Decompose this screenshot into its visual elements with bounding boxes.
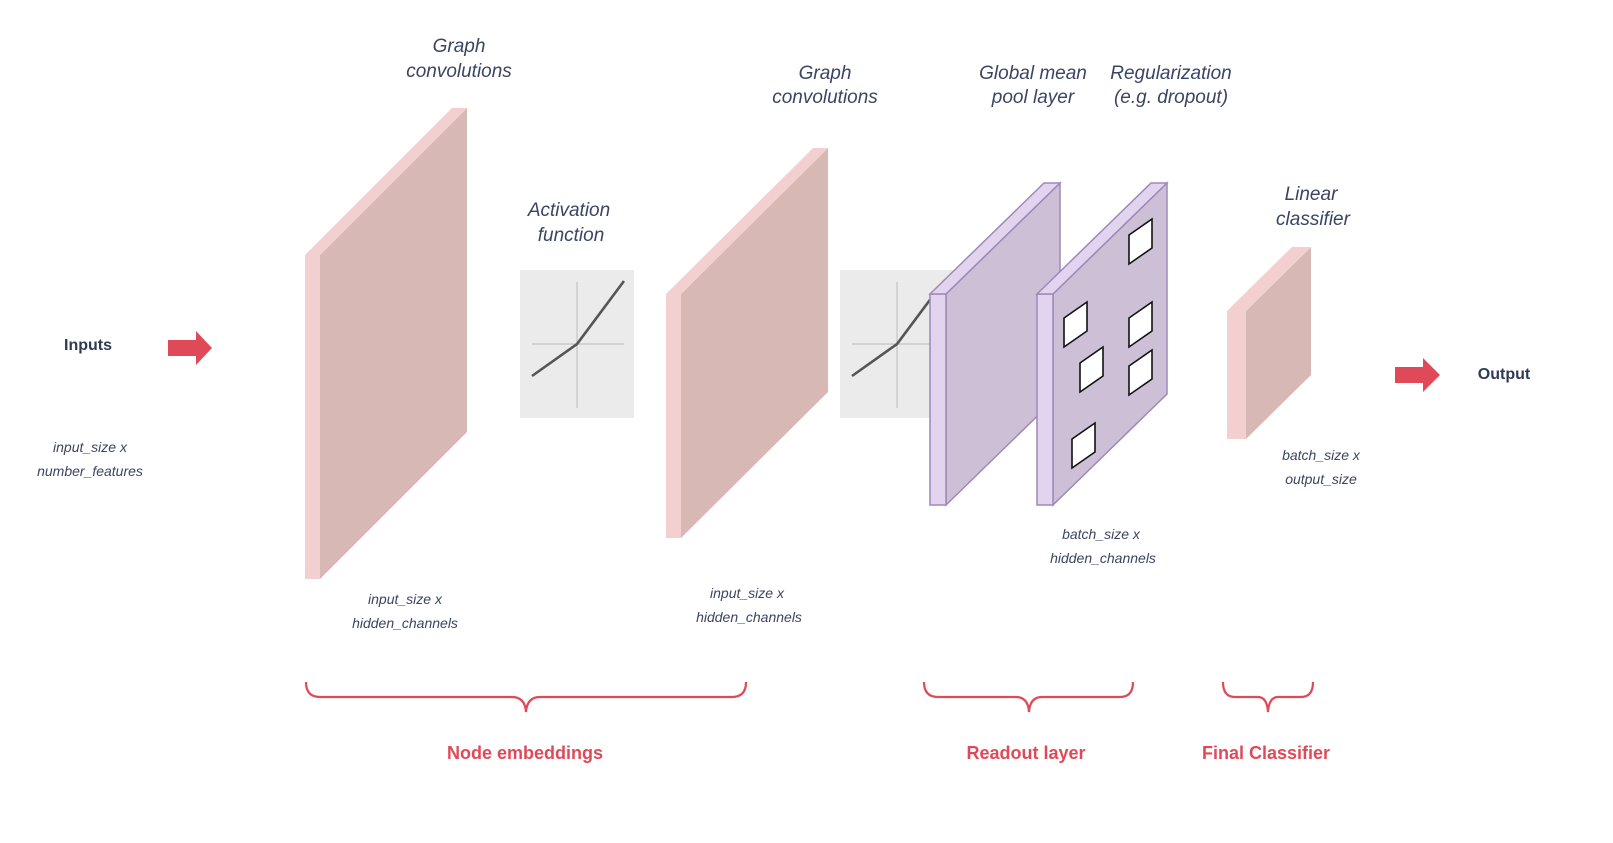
dropout-cell — [1128, 217, 1153, 266]
dropout-cell — [1063, 300, 1088, 349]
linear-dim-line1: batch_size x — [1282, 447, 1361, 463]
brace-node-embeddings — [304, 681, 748, 713]
output-label: Output — [1478, 366, 1531, 383]
pool-title-line1: Global mean — [979, 63, 1087, 84]
graph-conv-1-face — [320, 108, 467, 579]
inputs-dim-line1: input_size x — [53, 439, 128, 455]
graph-conv-2-dim-line2: hidden_channels — [696, 609, 802, 625]
graph-conv-2-dim-line1: input_size x — [710, 585, 785, 601]
graph-conv-layer-2 — [666, 148, 828, 538]
group-label-readout: Readout layer — [966, 743, 1085, 763]
pool-edge — [929, 293, 947, 506]
linear-edge — [1227, 311, 1246, 439]
input-arrow — [168, 331, 212, 365]
graph-conv-1-title-line2: convolutions — [406, 61, 512, 82]
inputs-label: Inputs — [64, 337, 112, 354]
dropout-cell — [1079, 345, 1104, 394]
pool-title-line2: pool layer — [991, 87, 1075, 108]
linear-classifier-layer — [1227, 247, 1311, 439]
linear-top — [1227, 247, 1311, 311]
output-arrow — [1395, 358, 1440, 392]
activation-title-line2: function — [538, 225, 605, 246]
dropout-top — [1035, 182, 1169, 295]
graph-conv-2-title-line1: Graph — [799, 63, 852, 84]
graph-conv-2-top — [666, 148, 828, 294]
group-label-final-classifier: Final Classifier — [1202, 743, 1330, 763]
inputs-dim-line2: number_features — [37, 463, 143, 479]
brace-readout — [922, 681, 1135, 713]
brace-final-classifier — [1221, 681, 1315, 713]
activation-1-curve — [531, 280, 626, 378]
regularization-dropout-layer — [1035, 181, 1169, 507]
pool-top — [928, 182, 1062, 295]
regularization-dim-line1: batch_size x — [1062, 526, 1141, 542]
activation-title-line1: Activation — [527, 200, 610, 221]
linear-title-line2: classifier — [1276, 209, 1351, 230]
linear-title-line1: Linear — [1285, 184, 1338, 205]
graph-conv-1-top — [305, 108, 467, 255]
group-label-node-embeddings: Node embeddings — [447, 743, 603, 763]
graph-conv-2-face — [681, 148, 828, 538]
graph-conv-2-edge — [666, 294, 681, 538]
activation-2-curve — [851, 280, 946, 378]
dropout-cell — [1128, 300, 1153, 349]
dropout-edge — [1036, 293, 1054, 506]
regularization-title-line2: (e.g. dropout) — [1114, 87, 1228, 108]
regularization-dim-line2: hidden_channels — [1050, 550, 1156, 566]
graph-conv-1-edge — [305, 255, 320, 579]
dropout-cell — [1071, 421, 1096, 470]
graph-conv-1-dim-line2: hidden_channels — [352, 615, 458, 631]
linear-dim-line2: output_size — [1285, 471, 1357, 487]
regularization-title-line1: Regularization — [1110, 63, 1231, 84]
graph-conv-2-title-line2: convolutions — [772, 87, 878, 108]
graph-conv-1-dim-line1: input_size x — [368, 591, 443, 607]
graph-conv-layer-1 — [305, 108, 467, 579]
graph-conv-1-title-line1: Graph — [433, 36, 486, 57]
activation-function-plot-1 — [520, 270, 634, 418]
dropout-cell — [1128, 348, 1153, 397]
